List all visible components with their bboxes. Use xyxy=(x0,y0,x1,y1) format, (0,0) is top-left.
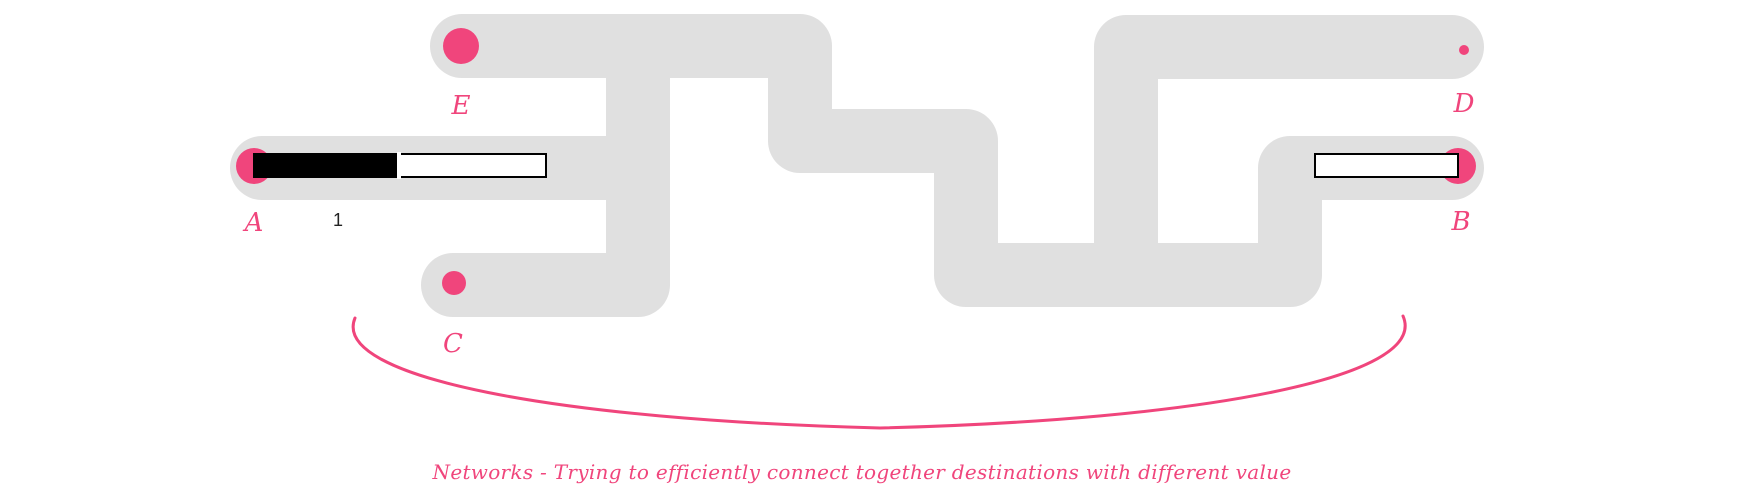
node-d-label: D xyxy=(1453,89,1475,119)
node-e-label: E xyxy=(451,91,471,121)
diagram-caption: Networks - Trying to efficiently connect… xyxy=(432,460,1292,484)
road-e-to-d xyxy=(430,14,1484,307)
node-e-dot[interactable] xyxy=(443,28,479,64)
progress-bar-a-gap xyxy=(397,152,401,179)
progress-bar-b xyxy=(1314,153,1459,178)
progress-bar-a-fill xyxy=(254,154,400,177)
road-b-branch xyxy=(1094,136,1484,307)
node-b-label: B xyxy=(1450,207,1470,237)
progress-bar-b-track xyxy=(1314,153,1459,178)
node-a-count: 1 xyxy=(333,210,343,230)
network-arc xyxy=(351,314,1407,430)
node-c-dot[interactable] xyxy=(442,271,466,295)
node-a-label: A xyxy=(243,208,264,238)
progress-bar-a xyxy=(253,152,547,179)
node-d-dot[interactable] xyxy=(1459,45,1469,55)
node-c-label: C xyxy=(443,329,463,359)
